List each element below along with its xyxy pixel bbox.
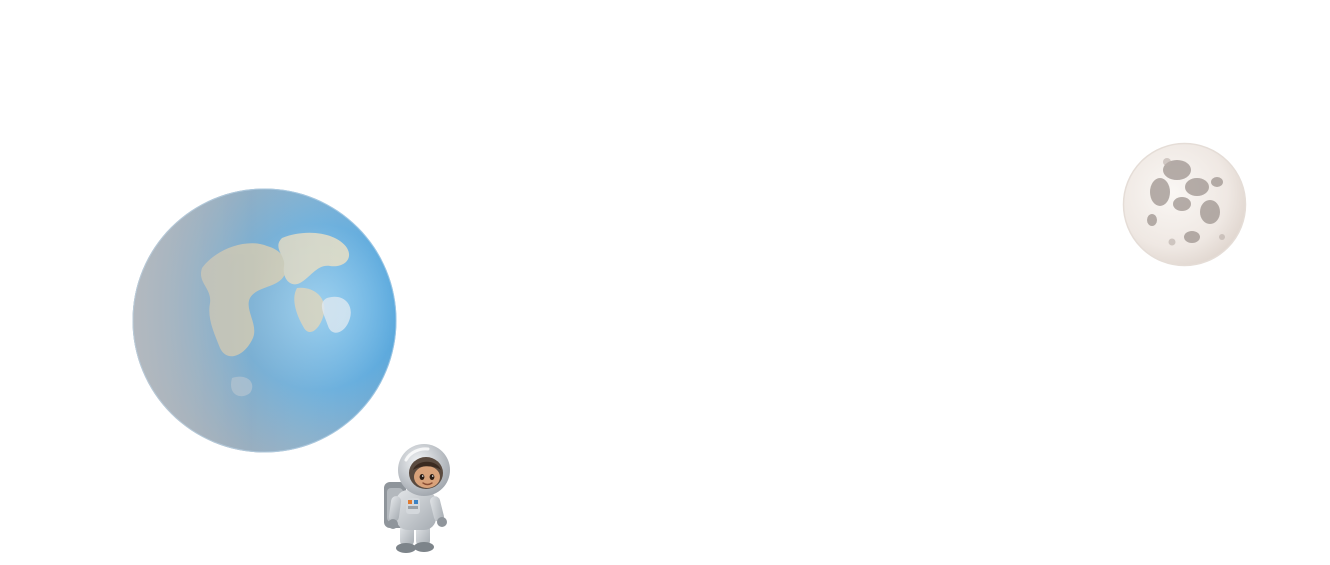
moon [1122,142,1247,267]
astronaut-icon [384,444,450,553]
earth-icon [132,188,397,453]
earth-planet [132,188,397,453]
moon-icon [1122,142,1247,267]
astronaut-player[interactable] [378,442,458,554]
